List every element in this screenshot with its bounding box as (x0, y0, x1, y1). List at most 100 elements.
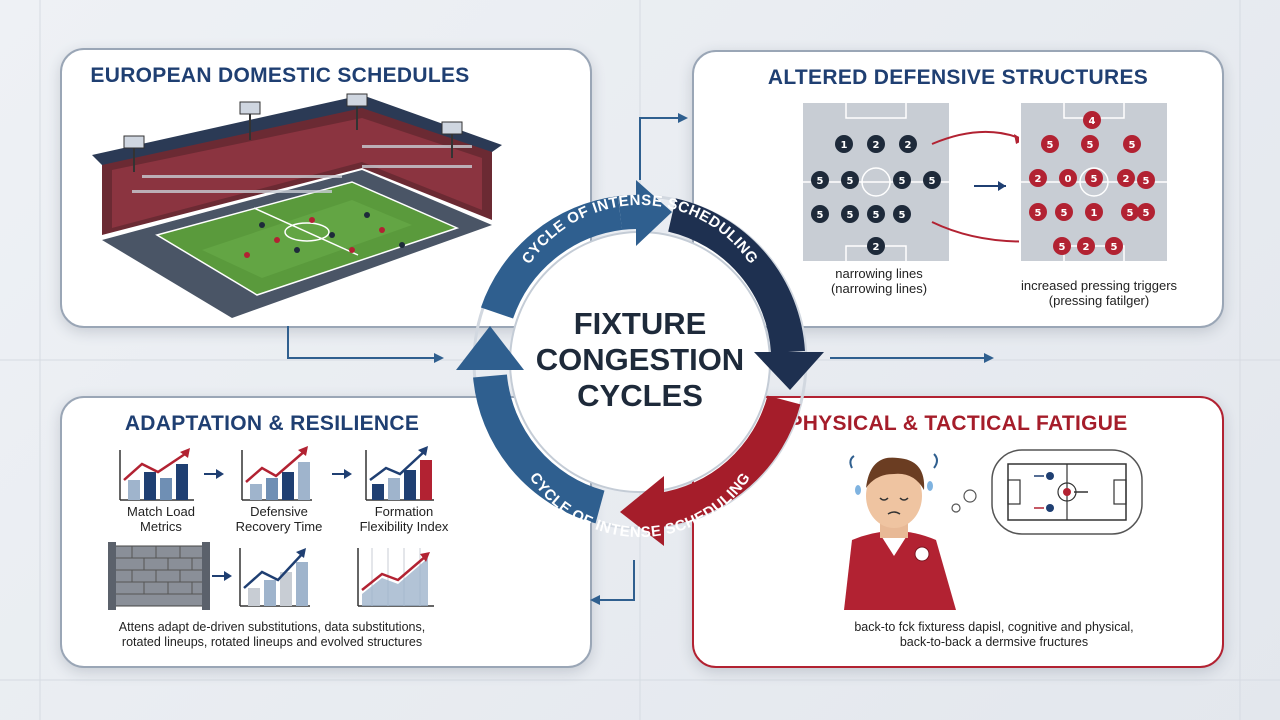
caption-left-line-1: narrowing lines (835, 266, 923, 281)
player-marker (867, 237, 885, 255)
adaptation-caption-line-2: rotated lineups, rotated lineups and evo… (121, 635, 423, 649)
player-number: 5 (1061, 208, 1068, 219)
metric-formation-flexibility: Formation Flexibility Index (344, 504, 464, 534)
player-number: 5 (1091, 174, 1098, 185)
player-marker (893, 171, 911, 189)
bar-chart-icon (119, 448, 194, 501)
metric-2-line-1: Defensive (250, 504, 308, 519)
player-marker (1029, 203, 1047, 221)
player-marker (867, 135, 885, 153)
adaptation-caption: Attens adapt de-driven substitutions, da… (72, 620, 472, 650)
panel-adaptation-resilience: ADAPTATION & RESILIENCE (60, 396, 592, 668)
left-formation-players: 1 2 2 5 5 5 5 5 5 5 5 2 (811, 135, 941, 255)
adaptation-caption-line-1: Attens adapt de-driven substitutions, da… (118, 620, 426, 634)
metric-3-line-2: Flexibility Index (359, 519, 449, 534)
player-number: 5 (899, 176, 906, 187)
player-number: 5 (1035, 208, 1042, 219)
player-marker (1059, 169, 1077, 187)
player-number: 4 (1089, 116, 1096, 127)
player-number: 5 (1129, 140, 1136, 151)
center-title: FIXTURE CONGESTION CYCLES (500, 306, 780, 414)
caption-right: increased pressing triggers (pressing fa… (994, 278, 1204, 308)
player-number: 2 (873, 242, 880, 253)
player-number: 2 (873, 140, 880, 151)
stadium-illustration (92, 93, 502, 318)
bar-chart-icon (365, 446, 434, 501)
panel-title: ALTERED DEFENSIVE STRUCTURES (767, 66, 1149, 89)
caption-left: narrowing lines (narrowing lines) (804, 266, 954, 296)
player-marker (841, 171, 859, 189)
player-number: 2 (1035, 174, 1042, 185)
player-marker (1123, 135, 1141, 153)
player-marker (867, 205, 885, 223)
resilience-charts (108, 446, 434, 610)
player-number: 2 (905, 140, 912, 151)
player-number: 5 (1059, 242, 1066, 253)
player-marker (1085, 203, 1103, 221)
area-chart-icon (357, 548, 434, 607)
player-number: 5 (1111, 242, 1118, 253)
player-number: 5 (817, 176, 824, 187)
player-marker (1105, 237, 1123, 255)
thought-bubble-tactics (991, 449, 1143, 535)
center-title-line-3: CYCLES (577, 378, 703, 413)
player-number: 2 (1123, 174, 1130, 185)
panel-title: PHYSICAL & TACTICAL FATIGUE (788, 412, 1128, 435)
fatigue-caption-line-2: back-to-back a dermsive fructures (899, 635, 1089, 649)
player-marker (835, 135, 853, 153)
panel-title: ADAPTATION & RESILIENCE (124, 412, 420, 435)
bar-chart-icon (239, 548, 310, 607)
metric-defensive-recovery: Defensive Recovery Time (224, 504, 334, 534)
bar-chart-icon (241, 446, 312, 501)
player-marker (1121, 203, 1139, 221)
player-marker (899, 135, 917, 153)
player-number: 5 (847, 210, 854, 221)
metric-2-line-2: Recovery Time (235, 519, 323, 534)
player-number: 5 (929, 176, 936, 187)
player-marker (893, 205, 911, 223)
player-marker (1041, 135, 1059, 153)
player-marker (1083, 111, 1101, 129)
caption-right-line-2: (pressing fatilger) (1048, 293, 1150, 308)
panel-european-domestic-schedules: EUROPEAN DOMESTIC SCHEDULES (60, 48, 592, 328)
player-number: 2 (1083, 242, 1090, 253)
player-marker (1085, 169, 1103, 187)
player-number: 5 (817, 210, 824, 221)
brick-wall-icon (108, 542, 210, 610)
player-number: 5 (1047, 140, 1054, 151)
player-marker (1137, 171, 1155, 189)
player-marker (1055, 203, 1073, 221)
player-number: 1 (1091, 208, 1098, 219)
metric-1-line-2: Metrics (140, 519, 182, 534)
player-marker (1117, 169, 1135, 187)
caption-right-line-1: increased pressing triggers (1020, 278, 1178, 293)
tired-player-icon (844, 453, 956, 610)
player-marker (923, 171, 941, 189)
caption-left-line-2: (narrowing lines) (830, 281, 928, 296)
player-marker (811, 171, 829, 189)
player-number: 5 (1143, 176, 1150, 187)
player-number: 0 (1065, 174, 1072, 185)
fatigue-caption-line-1: back-to fck fixturess dapisl, cognitive … (854, 620, 1134, 634)
player-marker (1053, 237, 1071, 255)
metric-3-line-1: Formation (374, 504, 434, 519)
player-number: 1 (841, 140, 848, 151)
player-number: 5 (899, 210, 906, 221)
fatigue-caption: back-to fck fixturess dapisl, cognitive … (804, 620, 1184, 650)
player-marker (811, 205, 829, 223)
player-marker (1081, 135, 1099, 153)
fatigue-illustration (844, 449, 1143, 610)
metric-match-load: Match Load Metrics (106, 504, 216, 534)
panel-physical-tactical-fatigue: PHYSICAL & TACTICAL FATIGUE (692, 396, 1224, 668)
player-number: 5 (1127, 208, 1134, 219)
player-marker (841, 205, 859, 223)
player-number: 5 (847, 176, 854, 187)
center-title-line-2: CONGESTION (535, 342, 745, 377)
player-marker (1077, 237, 1095, 255)
player-number: 5 (1143, 208, 1150, 219)
metric-1-line-1: Match Load (127, 504, 195, 519)
player-number: 5 (873, 210, 880, 221)
